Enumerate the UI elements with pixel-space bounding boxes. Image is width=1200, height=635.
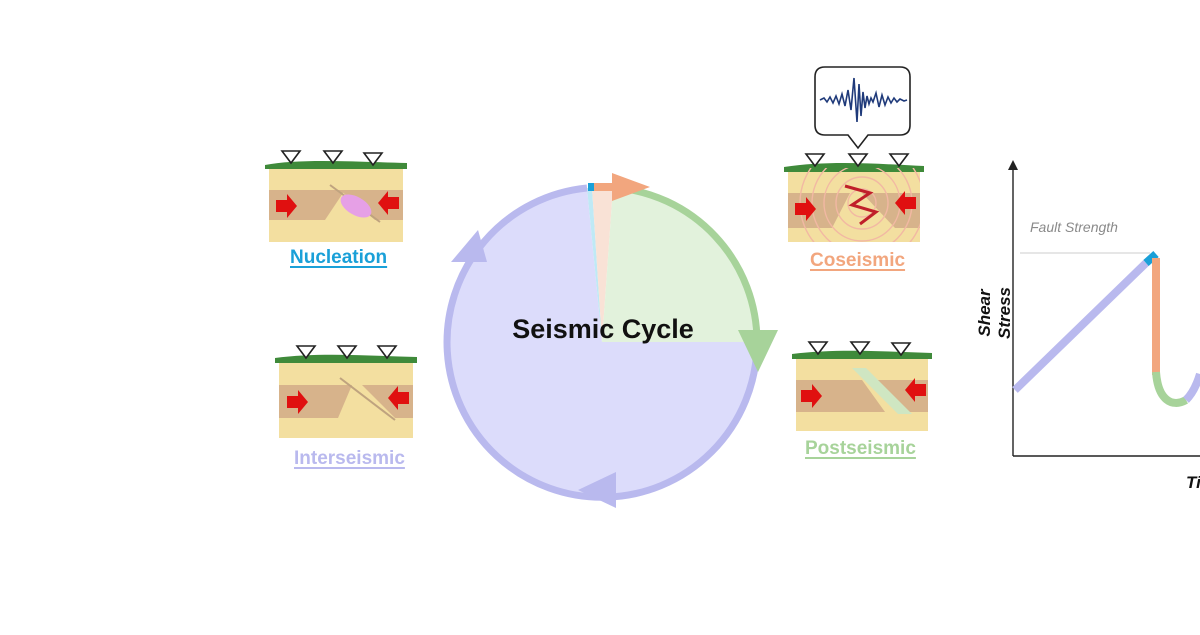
seismometer-triangle-icon bbox=[362, 152, 384, 167]
interseismic-sector bbox=[447, 188, 758, 498]
x-axis-label: Time bbox=[1186, 473, 1200, 492]
y-axis-label: Shear Stress bbox=[975, 287, 1014, 339]
seismometer-triangle-icon bbox=[804, 153, 826, 168]
nucleation-panel bbox=[265, 150, 407, 242]
seismometer-triangle-icon bbox=[888, 153, 910, 168]
interseismic-arrowhead-left-icon bbox=[451, 230, 487, 262]
compression-arrow-icon bbox=[801, 384, 822, 408]
seismometer-triangle-icon bbox=[336, 345, 358, 360]
compression-arrow-icon bbox=[378, 191, 399, 215]
postseismic-arrowhead-icon bbox=[738, 330, 778, 372]
fault-strength-label: Fault Strength bbox=[1030, 219, 1118, 235]
y-axis-arrow-icon bbox=[1008, 160, 1018, 170]
interseismic-ring bbox=[443, 184, 761, 501]
seismogram-icon bbox=[814, 66, 911, 150]
rupture-zigzag-icon bbox=[844, 184, 880, 226]
compression-arrow-icon bbox=[795, 197, 816, 221]
coseismic-label: Coseismic bbox=[810, 250, 906, 271]
seismometer-triangle-icon bbox=[376, 345, 398, 360]
seismometer-triangle-icon bbox=[322, 150, 344, 165]
coseismic-panel bbox=[784, 66, 924, 242]
compression-arrow-icon bbox=[895, 191, 916, 215]
postseismic-segment bbox=[1152, 371, 1188, 407]
seismometer-triangle-icon bbox=[295, 345, 317, 360]
cycle-title: Seismic Cycle bbox=[512, 314, 694, 344]
reloading-segment bbox=[1183, 372, 1200, 403]
interseismic-label: Interseismic bbox=[294, 448, 405, 469]
postseismic-ring bbox=[612, 184, 761, 343]
coseismic-sector bbox=[592, 187, 613, 342]
postseismic-sector bbox=[602, 187, 757, 342]
coseismic-arrowhead-icon bbox=[612, 173, 650, 201]
compression-arrow-icon bbox=[287, 390, 308, 414]
interseismic-panel bbox=[275, 345, 417, 438]
nucleation-sector bbox=[587, 187, 602, 342]
postseismic-label: Postseismic bbox=[805, 438, 916, 459]
seismic-cycle-wheel bbox=[443, 173, 778, 508]
nucleation-label: Nucleation bbox=[290, 247, 388, 268]
seismometer-triangle-icon bbox=[807, 341, 829, 356]
stress-time-graph bbox=[1008, 160, 1200, 457]
compression-arrow-icon bbox=[905, 378, 926, 402]
interseismic-arrowhead-bottom-icon bbox=[578, 472, 616, 508]
interseismic-loading-segment bbox=[1012, 260, 1149, 393]
postseismic-panel bbox=[792, 341, 932, 431]
compression-arrow-icon bbox=[276, 194, 297, 218]
seismometer-triangle-icon bbox=[890, 342, 912, 357]
compression-arrow-icon bbox=[388, 386, 409, 410]
seismometer-triangle-icon bbox=[849, 341, 871, 356]
nucleation-segment bbox=[1143, 251, 1159, 266]
seismometer-triangle-icon bbox=[280, 150, 302, 165]
seismometer-triangle-icon bbox=[847, 153, 869, 168]
